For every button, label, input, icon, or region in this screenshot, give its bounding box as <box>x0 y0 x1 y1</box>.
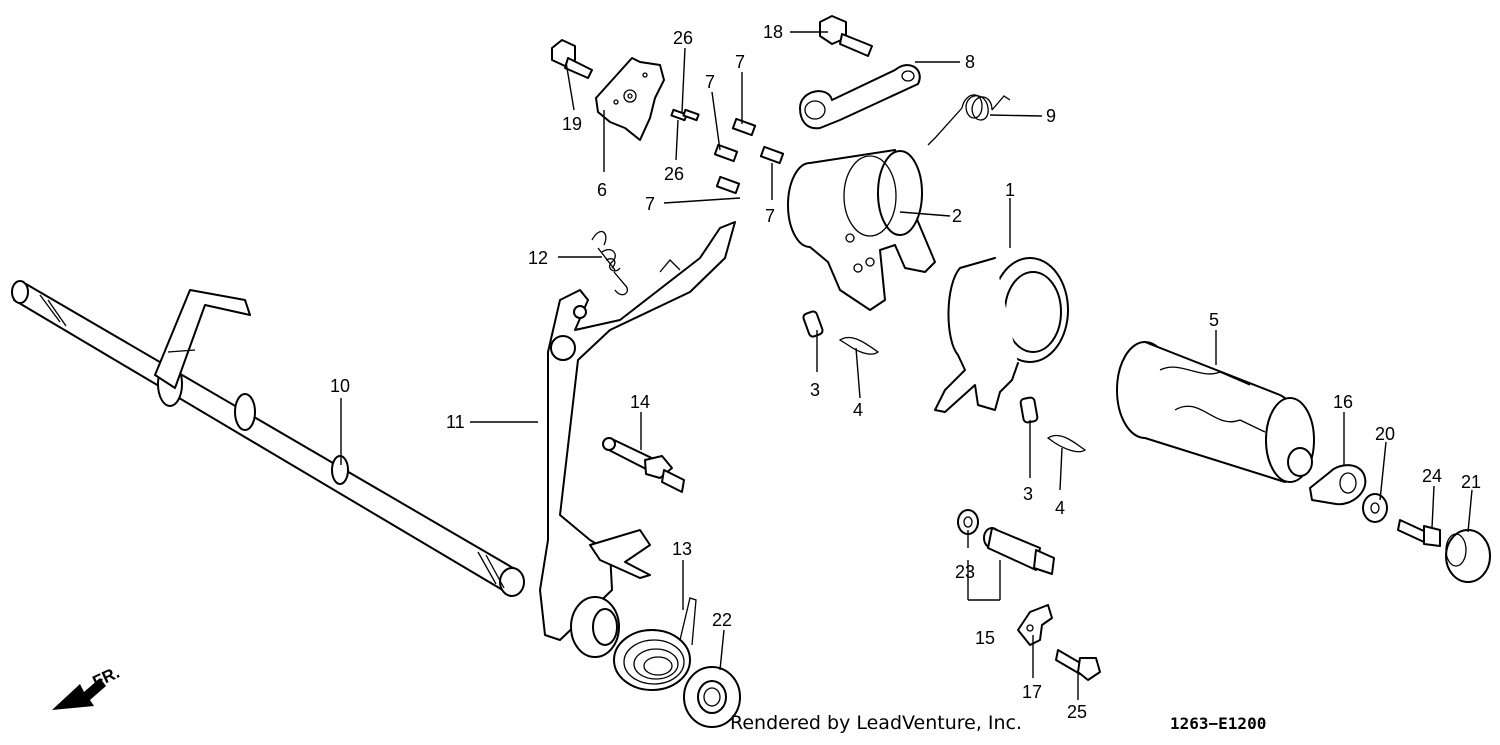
callout-9: 9 <box>1046 106 1056 126</box>
callout-25: 25 <box>1067 702 1087 722</box>
callout-16: 16 <box>1333 392 1353 412</box>
callout-7: 7 <box>645 194 655 214</box>
front-direction-arrow-icon: FR. <box>52 663 123 710</box>
bolt-24-part <box>1397 519 1441 547</box>
callout-13: 13 <box>672 539 692 559</box>
shift-fork-2-part <box>787 149 936 311</box>
bolt-14-part <box>602 437 685 493</box>
dowel-pin-26-part <box>670 108 700 122</box>
shift-fork-1-part <box>934 257 1069 413</box>
callout-18: 18 <box>763 22 783 42</box>
callout-23: 23 <box>955 562 975 582</box>
callout-11: 11 <box>446 412 465 432</box>
callout-20: 20 <box>1375 424 1395 444</box>
callout-5: 5 <box>1209 310 1219 330</box>
render-credit: Rendered by LeadVenture, Inc. <box>730 712 1023 734</box>
callout-22: 22 <box>712 610 732 630</box>
bolt-18-part <box>819 15 873 57</box>
bolt-25-part <box>1055 649 1101 681</box>
callout-14: 14 <box>630 392 650 412</box>
gearshift-spindle-part <box>11 280 525 597</box>
bolt-7-part <box>713 117 785 195</box>
callout-21: 21 <box>1461 472 1481 492</box>
guide-pin-3-part <box>802 310 1039 424</box>
cam-plate-16-part <box>1309 464 1367 506</box>
callout-15: 15 <box>975 628 995 648</box>
callout-7: 7 <box>735 52 745 72</box>
callout-7: 7 <box>765 206 775 226</box>
callout-10: 10 <box>330 376 350 396</box>
callout-26: 26 <box>673 28 693 48</box>
callout-26: 26 <box>664 164 684 184</box>
diagram-code: 1263−E1200 <box>1170 714 1267 733</box>
return-spring-12-part <box>591 230 629 296</box>
callout-12: 12 <box>528 248 548 268</box>
callout-1: 1 <box>1005 180 1015 200</box>
leader-lines <box>340 31 1473 700</box>
callout-3: 3 <box>810 380 820 400</box>
callout-17: 17 <box>1022 682 1042 702</box>
gearshift-arm-part <box>539 221 736 658</box>
callout-4: 4 <box>1055 498 1065 518</box>
callout-3: 3 <box>1023 484 1033 504</box>
stopper-spring-9-part <box>927 94 1011 146</box>
bracket-17-part <box>1017 604 1053 646</box>
cap-21-part <box>1445 529 1491 583</box>
stopper-arm-8-part <box>799 64 921 130</box>
arm-spring-13-part <box>613 597 697 691</box>
callout-4: 4 <box>853 400 863 420</box>
callout-2: 2 <box>952 206 962 226</box>
oil-seal-22-part <box>683 666 741 728</box>
stopper-plate-6-part <box>595 57 665 141</box>
callout-19: 19 <box>562 114 582 134</box>
callout-6: 6 <box>597 180 607 200</box>
callout-7: 7 <box>705 72 715 92</box>
clip-4-part <box>838 336 1087 453</box>
bolt-19-part <box>551 39 593 79</box>
callout-labels: 1 2 3 3 4 4 5 6 7 7 7 7 8 9 10 11 12 13 … <box>330 22 1481 722</box>
washer-20-part <box>1362 493 1388 523</box>
shift-drum-5-part <box>1116 341 1315 483</box>
callout-8: 8 <box>965 52 975 72</box>
callout-24: 24 <box>1422 466 1442 486</box>
